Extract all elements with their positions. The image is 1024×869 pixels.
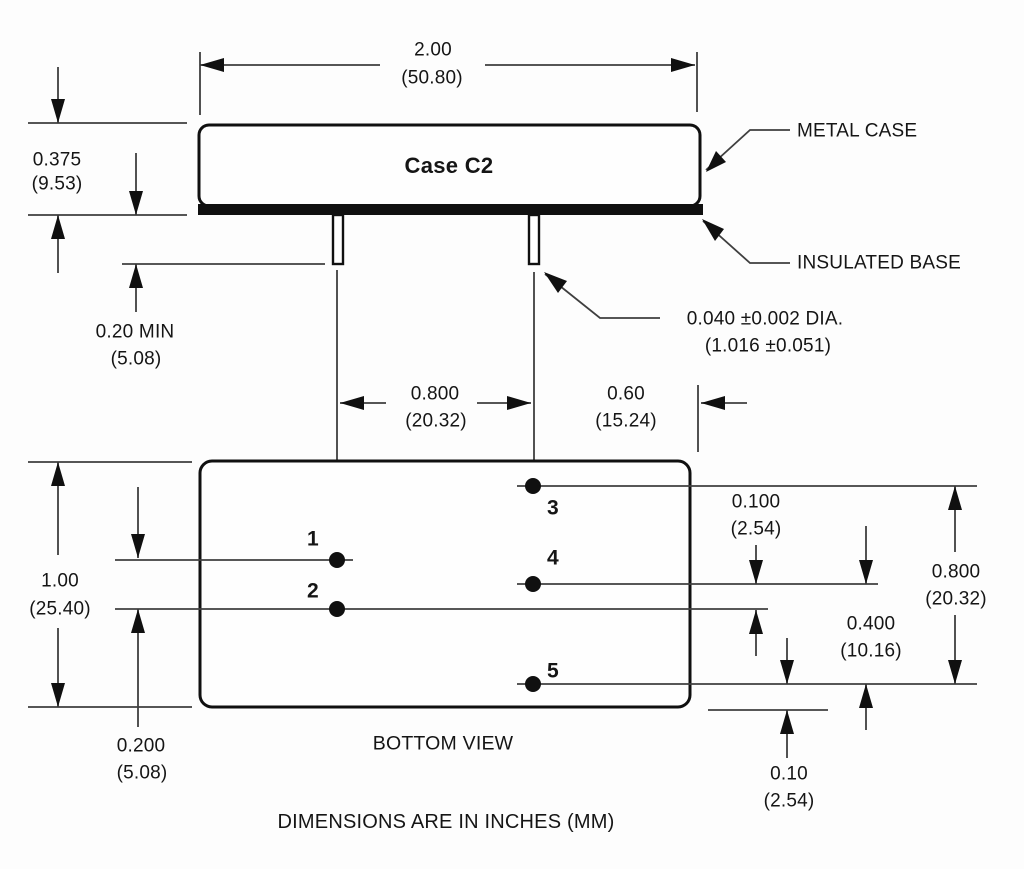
- dim-case-height-lines: [28, 67, 187, 273]
- dim-pin3-pin5-in: 0.800: [931, 561, 981, 583]
- dim-pin1-pin2-mm: (5.08): [116, 762, 168, 784]
- pin-pad-4: [525, 576, 541, 592]
- dim-case-width-lines: [199, 52, 698, 115]
- dim-pin-column-spacing-in: 0.800: [410, 383, 460, 405]
- dim-pin-length-mm: (5.08): [110, 348, 162, 370]
- dim-case-height-in: 0.375: [32, 149, 82, 171]
- dim-pin-to-edge-lines: [697, 385, 747, 452]
- metal-case-callout: METAL CASE: [797, 120, 918, 142]
- side-pin-left: [331, 213, 345, 266]
- dim-pin-length-in: 0.20 MIN: [95, 321, 175, 343]
- dim-pin-to-edge-mm: (15.24): [595, 410, 657, 432]
- arrowheads: [51, 58, 962, 734]
- pin-pads: [329, 478, 541, 692]
- pin-pad-5: [525, 676, 541, 692]
- dim-pin-diameter-in: 0.040 ±0.002 DIA.: [686, 308, 844, 330]
- dim-case-height-mm: (9.53): [31, 173, 83, 195]
- dim-pin-diameter-mm: (1.016 ±0.051): [704, 335, 832, 357]
- insulated-base-bar: [198, 204, 703, 215]
- units-footnote: DIMENSIONS ARE IN INCHES (MM): [277, 811, 615, 833]
- dim-pin1-pin2-in: 0.200: [116, 735, 166, 757]
- dim-body-depth-in: 1.00: [41, 570, 79, 592]
- case-label: Case C2: [404, 153, 494, 178]
- dim-pin-to-edge-in: 0.60: [607, 383, 645, 405]
- pin-label-5: 5: [547, 659, 559, 683]
- dim-pin5-edge-mm: (2.54): [763, 790, 815, 812]
- dim-pin-column-spacing-mm: (20.32): [405, 410, 467, 432]
- pin-pad-2: [329, 601, 345, 617]
- pin-label-1: 1: [307, 527, 319, 551]
- side-pin-right: [527, 213, 541, 266]
- dim-pin4-pin5-mm: (10.16): [840, 640, 902, 662]
- dim-body-depth-mm: (25.40): [29, 598, 91, 620]
- leader-pin-diameter: [544, 273, 660, 319]
- pin-pad-1: [329, 552, 345, 568]
- side-view: [197, 123, 703, 266]
- dim-pin3-pin5-mm: (20.32): [925, 588, 987, 610]
- dim-case-width-in: 2.00: [414, 39, 452, 61]
- pin-pad-3: [525, 478, 541, 494]
- pin-label-3: 3: [547, 496, 559, 520]
- dim-case-width-mm: (50.80): [401, 67, 463, 89]
- dim-pin4-offset-in: 0.100: [731, 491, 781, 513]
- dim-pin4-offset-mm: (2.54): [730, 518, 782, 540]
- bottom-view-title: BOTTOM VIEW: [372, 732, 514, 755]
- dim-pin5-edge-in: 0.10: [770, 763, 808, 785]
- pin-label-4: 4: [547, 546, 559, 570]
- dim-pin4-pin5-in: 0.400: [846, 613, 896, 635]
- pin-label-2: 2: [307, 579, 319, 603]
- left-edge-extensions: [28, 461, 192, 708]
- insulated-base-callout: INSULATED BASE: [797, 252, 961, 274]
